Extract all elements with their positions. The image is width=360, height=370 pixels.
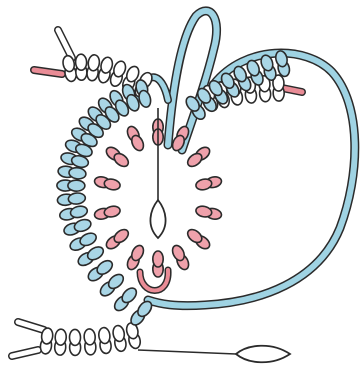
bead-icon xyxy=(55,329,67,346)
bead-icon xyxy=(68,180,85,191)
bead-icon xyxy=(84,329,96,346)
bead-icon xyxy=(75,54,86,70)
bead-icon xyxy=(153,251,163,267)
bead-icon xyxy=(69,329,80,345)
